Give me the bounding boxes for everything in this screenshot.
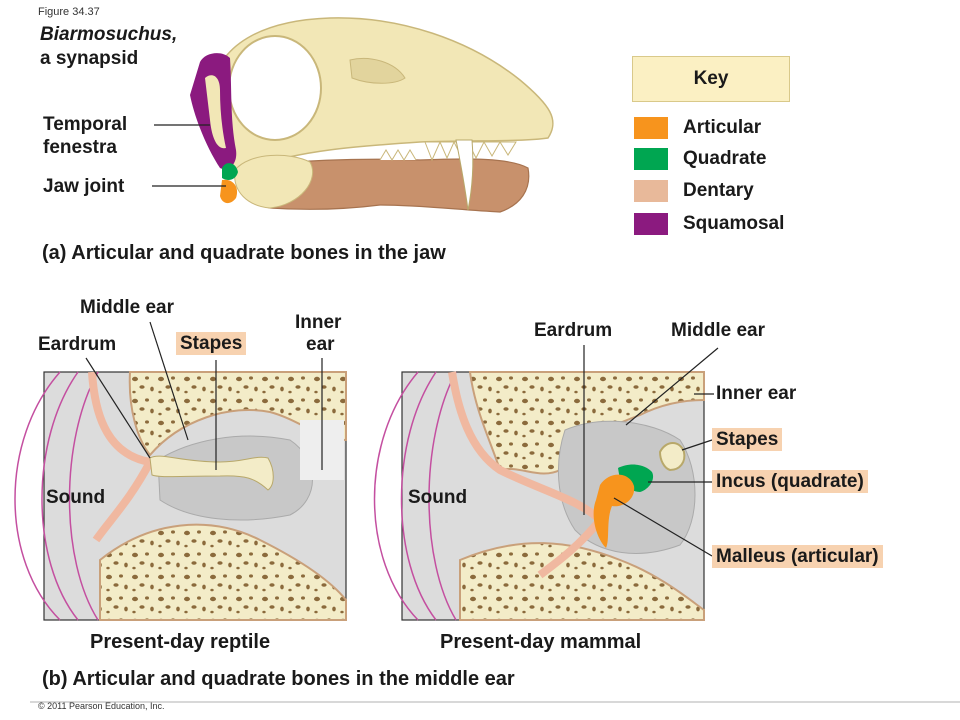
- reptile-inner-ear-label-2: ear: [306, 334, 335, 355]
- part-a-caption: (a) Articular and quadrate bones in the …: [42, 242, 446, 264]
- species-description: a synapsid: [40, 48, 139, 69]
- reptile-caption: Present-day reptile: [90, 631, 271, 653]
- key-label-dentary: Dentary: [683, 180, 754, 201]
- mammal-sound-label: Sound: [408, 487, 468, 508]
- reptile-sound-label: Sound: [46, 487, 106, 508]
- reptile-inner-ear-label-1: Inner: [295, 312, 342, 333]
- temporal-fenestra-label-2: fenestra: [43, 137, 117, 158]
- key-swatch-quadrate: [634, 148, 668, 170]
- mammal-caption: Present-day mammal: [440, 631, 642, 653]
- reptile-stapes-label: Stapes: [176, 332, 247, 355]
- mammal-stapes-label: Stapes: [712, 428, 783, 451]
- key-swatch-dentary: [634, 180, 668, 202]
- key-swatch-articular: [634, 117, 668, 139]
- reptile-ear-panel: [14, 371, 347, 621]
- copyright-notice: © 2011 Pearson Education, Inc.: [38, 701, 165, 711]
- mammal-incus-label: Incus (quadrate): [712, 470, 868, 493]
- jaw-joint-label: Jaw joint: [43, 176, 125, 197]
- mammal-inner-ear-label: Inner ear: [716, 383, 797, 404]
- key-swatch-squamosal: [634, 213, 668, 235]
- key-label-articular: Articular: [683, 117, 762, 138]
- key-box: Key: [632, 56, 790, 102]
- part-b-caption: (b) Articular and quadrate bones in the …: [42, 668, 515, 690]
- mammal-middle-ear-label: Middle ear: [671, 320, 765, 341]
- species-name: Biarmosuchus,: [40, 24, 178, 45]
- temporal-fenestra-label-1: Temporal: [43, 114, 128, 135]
- key-label-squamosal: Squamosal: [683, 213, 785, 234]
- reptile-middle-ear-label: Middle ear: [80, 297, 174, 318]
- mammal-malleus-label: Malleus (articular): [712, 545, 883, 568]
- synapsid-skull: [190, 17, 554, 213]
- reptile-eardrum-label: Eardrum: [38, 334, 117, 355]
- mammal-eardrum-label: Eardrum: [534, 320, 613, 341]
- figure-label: Figure 34.37: [38, 6, 100, 18]
- key-title: Key: [693, 68, 729, 89]
- key-label-quadrate: Quadrate: [683, 148, 767, 169]
- mammal-ear-panel: [373, 371, 705, 621]
